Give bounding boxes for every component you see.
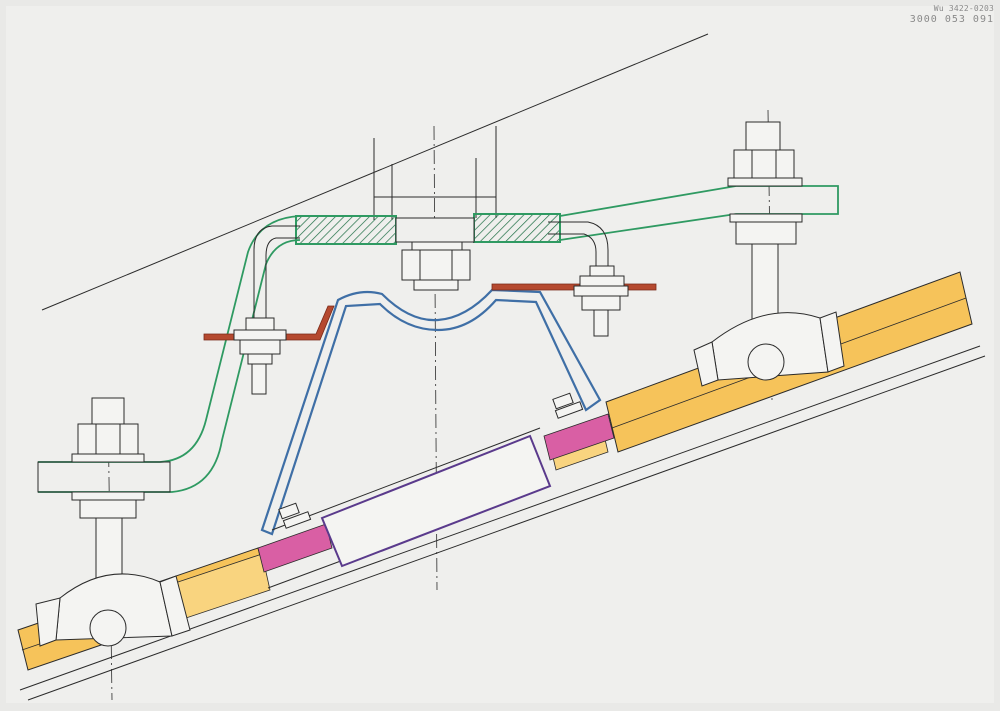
hook-bolt-left — [233, 317, 287, 395]
flange-bolts — [278, 392, 584, 529]
hook-left-inner — [265, 237, 300, 330]
angle-strap-left — [203, 305, 335, 341]
base-plate — [320, 434, 552, 568]
center-nut — [401, 241, 471, 291]
clamp-plate-left — [295, 215, 397, 245]
roof-outline — [41, 33, 709, 311]
sheet-reference-note: Wu 3422-0203 3000 053 091 — [858, 3, 994, 25]
sheet-note-line-2: 3000 053 091 — [909, 14, 994, 25]
hook-left — [253, 225, 300, 330]
stud-assembly-left — [35, 397, 191, 647]
bracket-arms — [38, 185, 839, 493]
vertical-post — [373, 126, 497, 220]
pad-left — [257, 523, 333, 573]
clamp-plate-right — [473, 213, 561, 243]
hook-right-inner — [548, 233, 597, 268]
hook-right — [548, 221, 609, 268]
sheet-note-line-1: Wu 3422-0203 — [933, 4, 994, 13]
pad-right — [543, 413, 615, 461]
channel-tie — [271, 427, 541, 531]
hook-bolt-right — [573, 265, 629, 337]
stud-assembly-right — [693, 121, 845, 387]
channel-profile — [260, 288, 602, 536]
clamp-plate-center — [395, 217, 475, 243]
